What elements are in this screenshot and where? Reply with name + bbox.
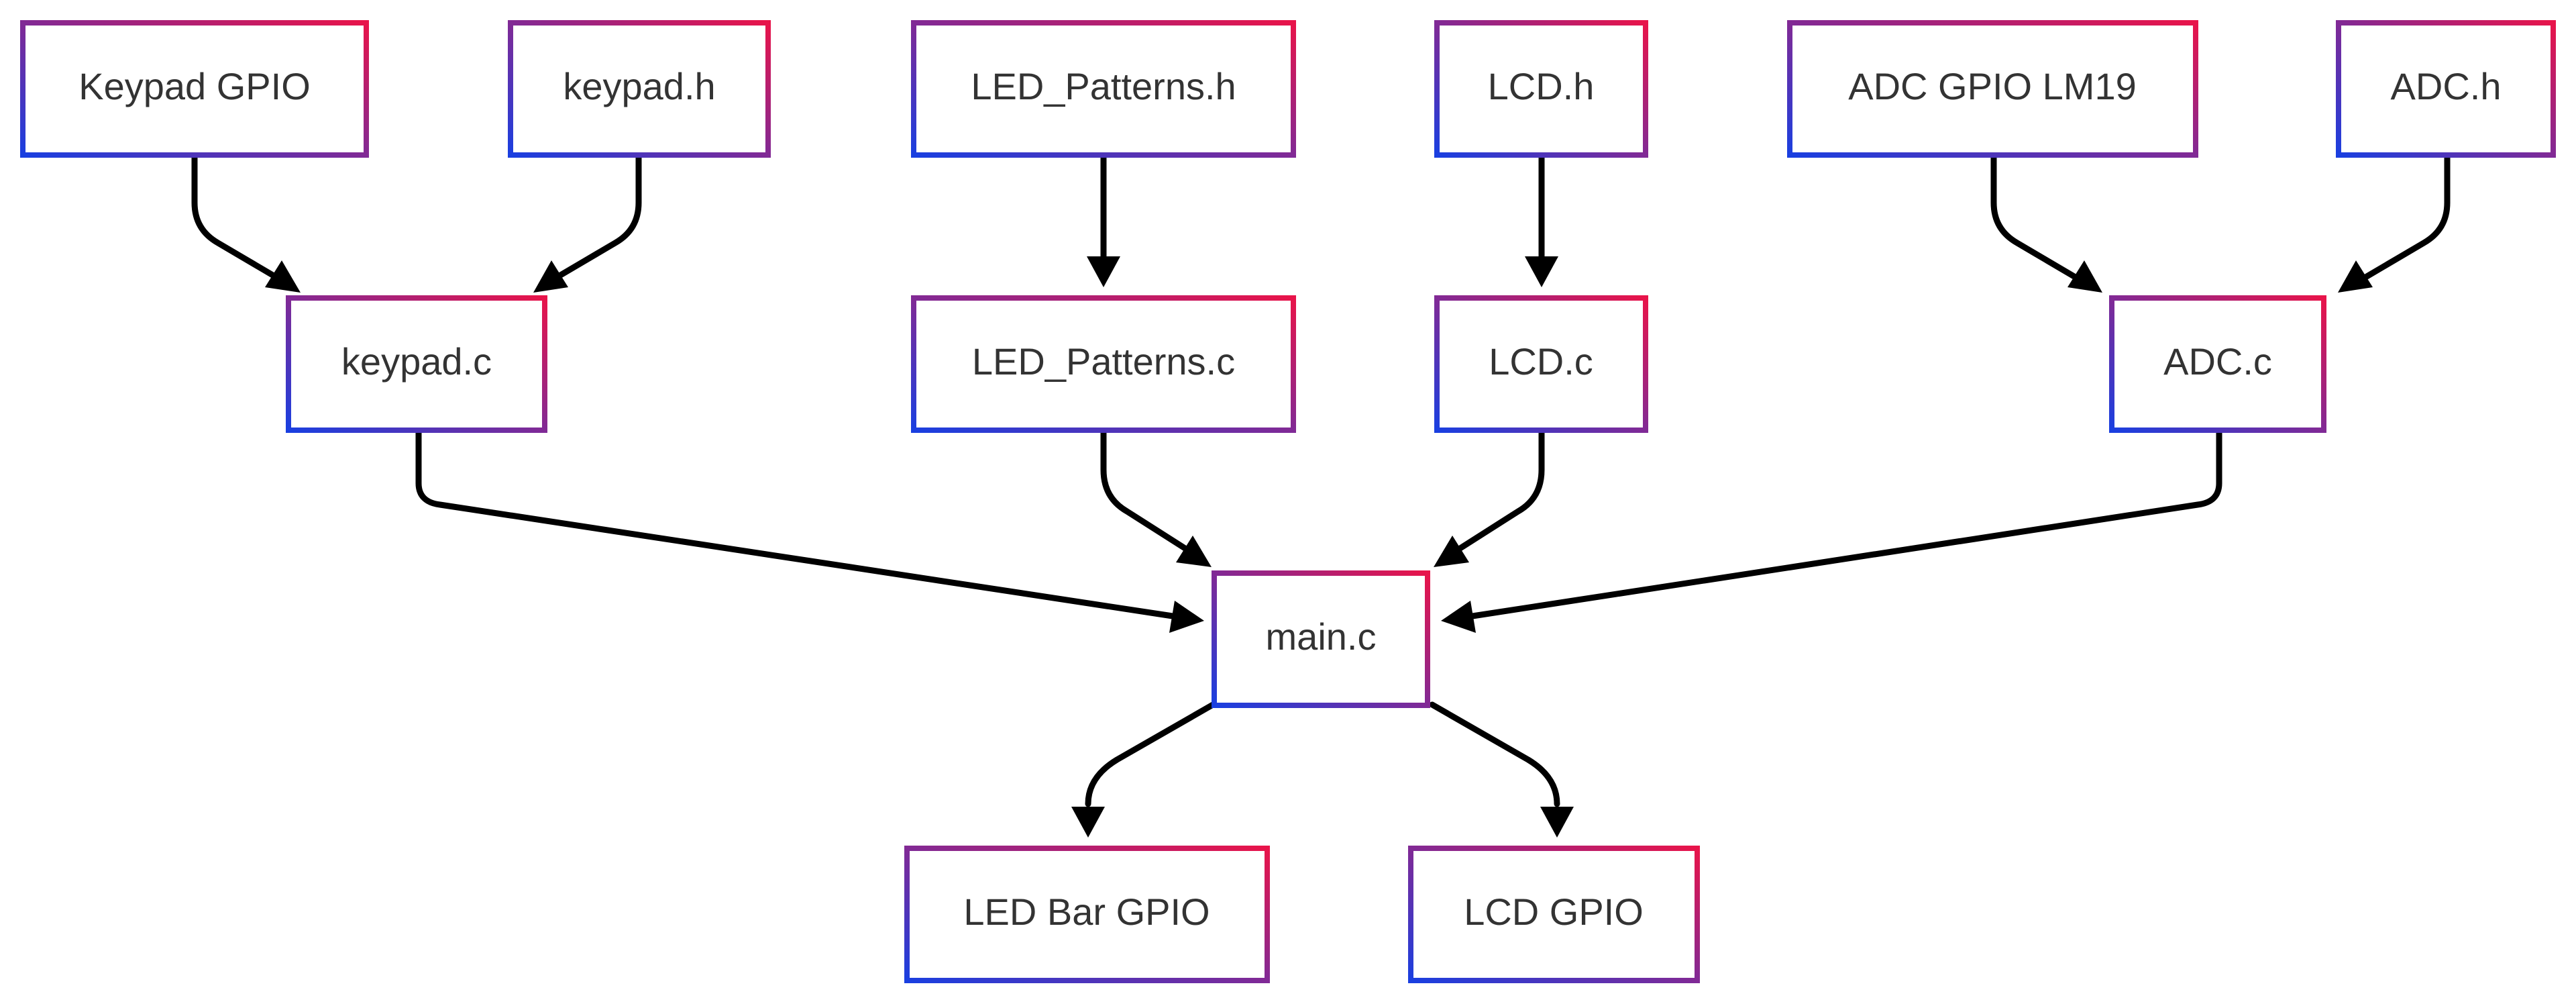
edge-keypad-h-to-keypad-c [555, 152, 642, 280]
node-keypad-h-label: keypad.h [563, 65, 715, 107]
edge-led-patterns-c-to-main-c [1100, 426, 1189, 552]
edge-main-c-to-lcd-gpio [1429, 701, 1560, 807]
edges-layer [191, 152, 2451, 838]
arrowhead-main-c-to-led-bar-gpio [1071, 807, 1105, 838]
node-led-bar-gpio-label: LED Bar GPIO [963, 891, 1210, 933]
arrowhead-keypad-h-to-keypad-c [533, 260, 568, 293]
node-keypad-h[interactable]: keypad.h [508, 20, 771, 158]
arrowhead-lcd-h-to-lcd-c [1525, 256, 1558, 287]
arrowhead-led-patterns-h-to-led-patterns-c [1087, 256, 1120, 287]
arrowhead-adc-h-to-adc-c [2338, 260, 2373, 293]
arrowhead-main-c-to-lcd-gpio [1540, 807, 1574, 838]
node-adc-h[interactable]: ADC.h [2336, 20, 2556, 158]
node-keypad-gpio[interactable]: Keypad GPIO [20, 20, 369, 158]
node-adc-c-label: ADC.c [2163, 340, 2272, 383]
nodes-layer: Keypad GPIO keypad.h LED_Patterns.h LCD.… [20, 20, 2556, 983]
edge-adc-gpio-lm19-to-adc-c [1990, 152, 2078, 280]
arrowhead-led-patterns-c-to-main-c [1176, 536, 1212, 567]
arrowhead-adc-gpio-lm19-to-adc-c [2068, 260, 2102, 293]
node-led-patterns-c-label: LED_Patterns.c [972, 340, 1235, 383]
node-main-c[interactable]: main.c [1212, 570, 1430, 708]
node-lcd-h[interactable]: LCD.h [1434, 20, 1648, 158]
arrowhead-adc-c-to-main-c [1441, 601, 1476, 633]
node-led-patterns-h[interactable]: LED_Patterns.h [911, 20, 1296, 158]
edge-lcd-c-to-main-c [1456, 426, 1545, 552]
node-keypad-gpio-label: Keypad GPIO [78, 65, 311, 107]
node-lcd-c[interactable]: LCD.c [1434, 295, 1648, 433]
node-keypad-c-label: keypad.c [341, 340, 492, 383]
node-led-patterns-c[interactable]: LED_Patterns.c [911, 295, 1296, 433]
node-led-patterns-h-label: LED_Patterns.h [971, 65, 1236, 107]
edge-keypad-c-to-main-c [415, 426, 1176, 619]
node-adc-gpio-lm19-label: ADC GPIO LM19 [1848, 65, 2136, 107]
node-lcd-c-label: LCD.c [1489, 340, 1593, 383]
node-adc-gpio-lm19[interactable]: ADC GPIO LM19 [1787, 20, 2198, 158]
node-lcd-h-label: LCD.h [1488, 65, 1595, 107]
node-lcd-gpio[interactable]: LCD GPIO [1408, 846, 1700, 983]
node-adc-h-label: ADC.h [2391, 65, 2502, 107]
node-keypad-c[interactable]: keypad.c [286, 295, 547, 433]
arrowhead-keypad-gpio-to-keypad-c [265, 260, 301, 293]
arrowhead-keypad-c-to-main-c [1169, 601, 1204, 633]
node-led-bar-gpio[interactable]: LED Bar GPIO [904, 846, 1270, 983]
node-main-c-label: main.c [1266, 615, 1377, 658]
node-adc-c[interactable]: ADC.c [2109, 295, 2326, 433]
edge-keypad-gpio-to-keypad-c [191, 152, 278, 280]
edge-adc-c-to-main-c [1469, 426, 2222, 619]
edge-main-c-to-led-bar-gpio [1085, 701, 1216, 807]
node-lcd-gpio-label: LCD GPIO [1464, 891, 1644, 933]
edge-adc-h-to-adc-c [2363, 152, 2451, 280]
arrowhead-lcd-c-to-main-c [1434, 536, 1469, 567]
